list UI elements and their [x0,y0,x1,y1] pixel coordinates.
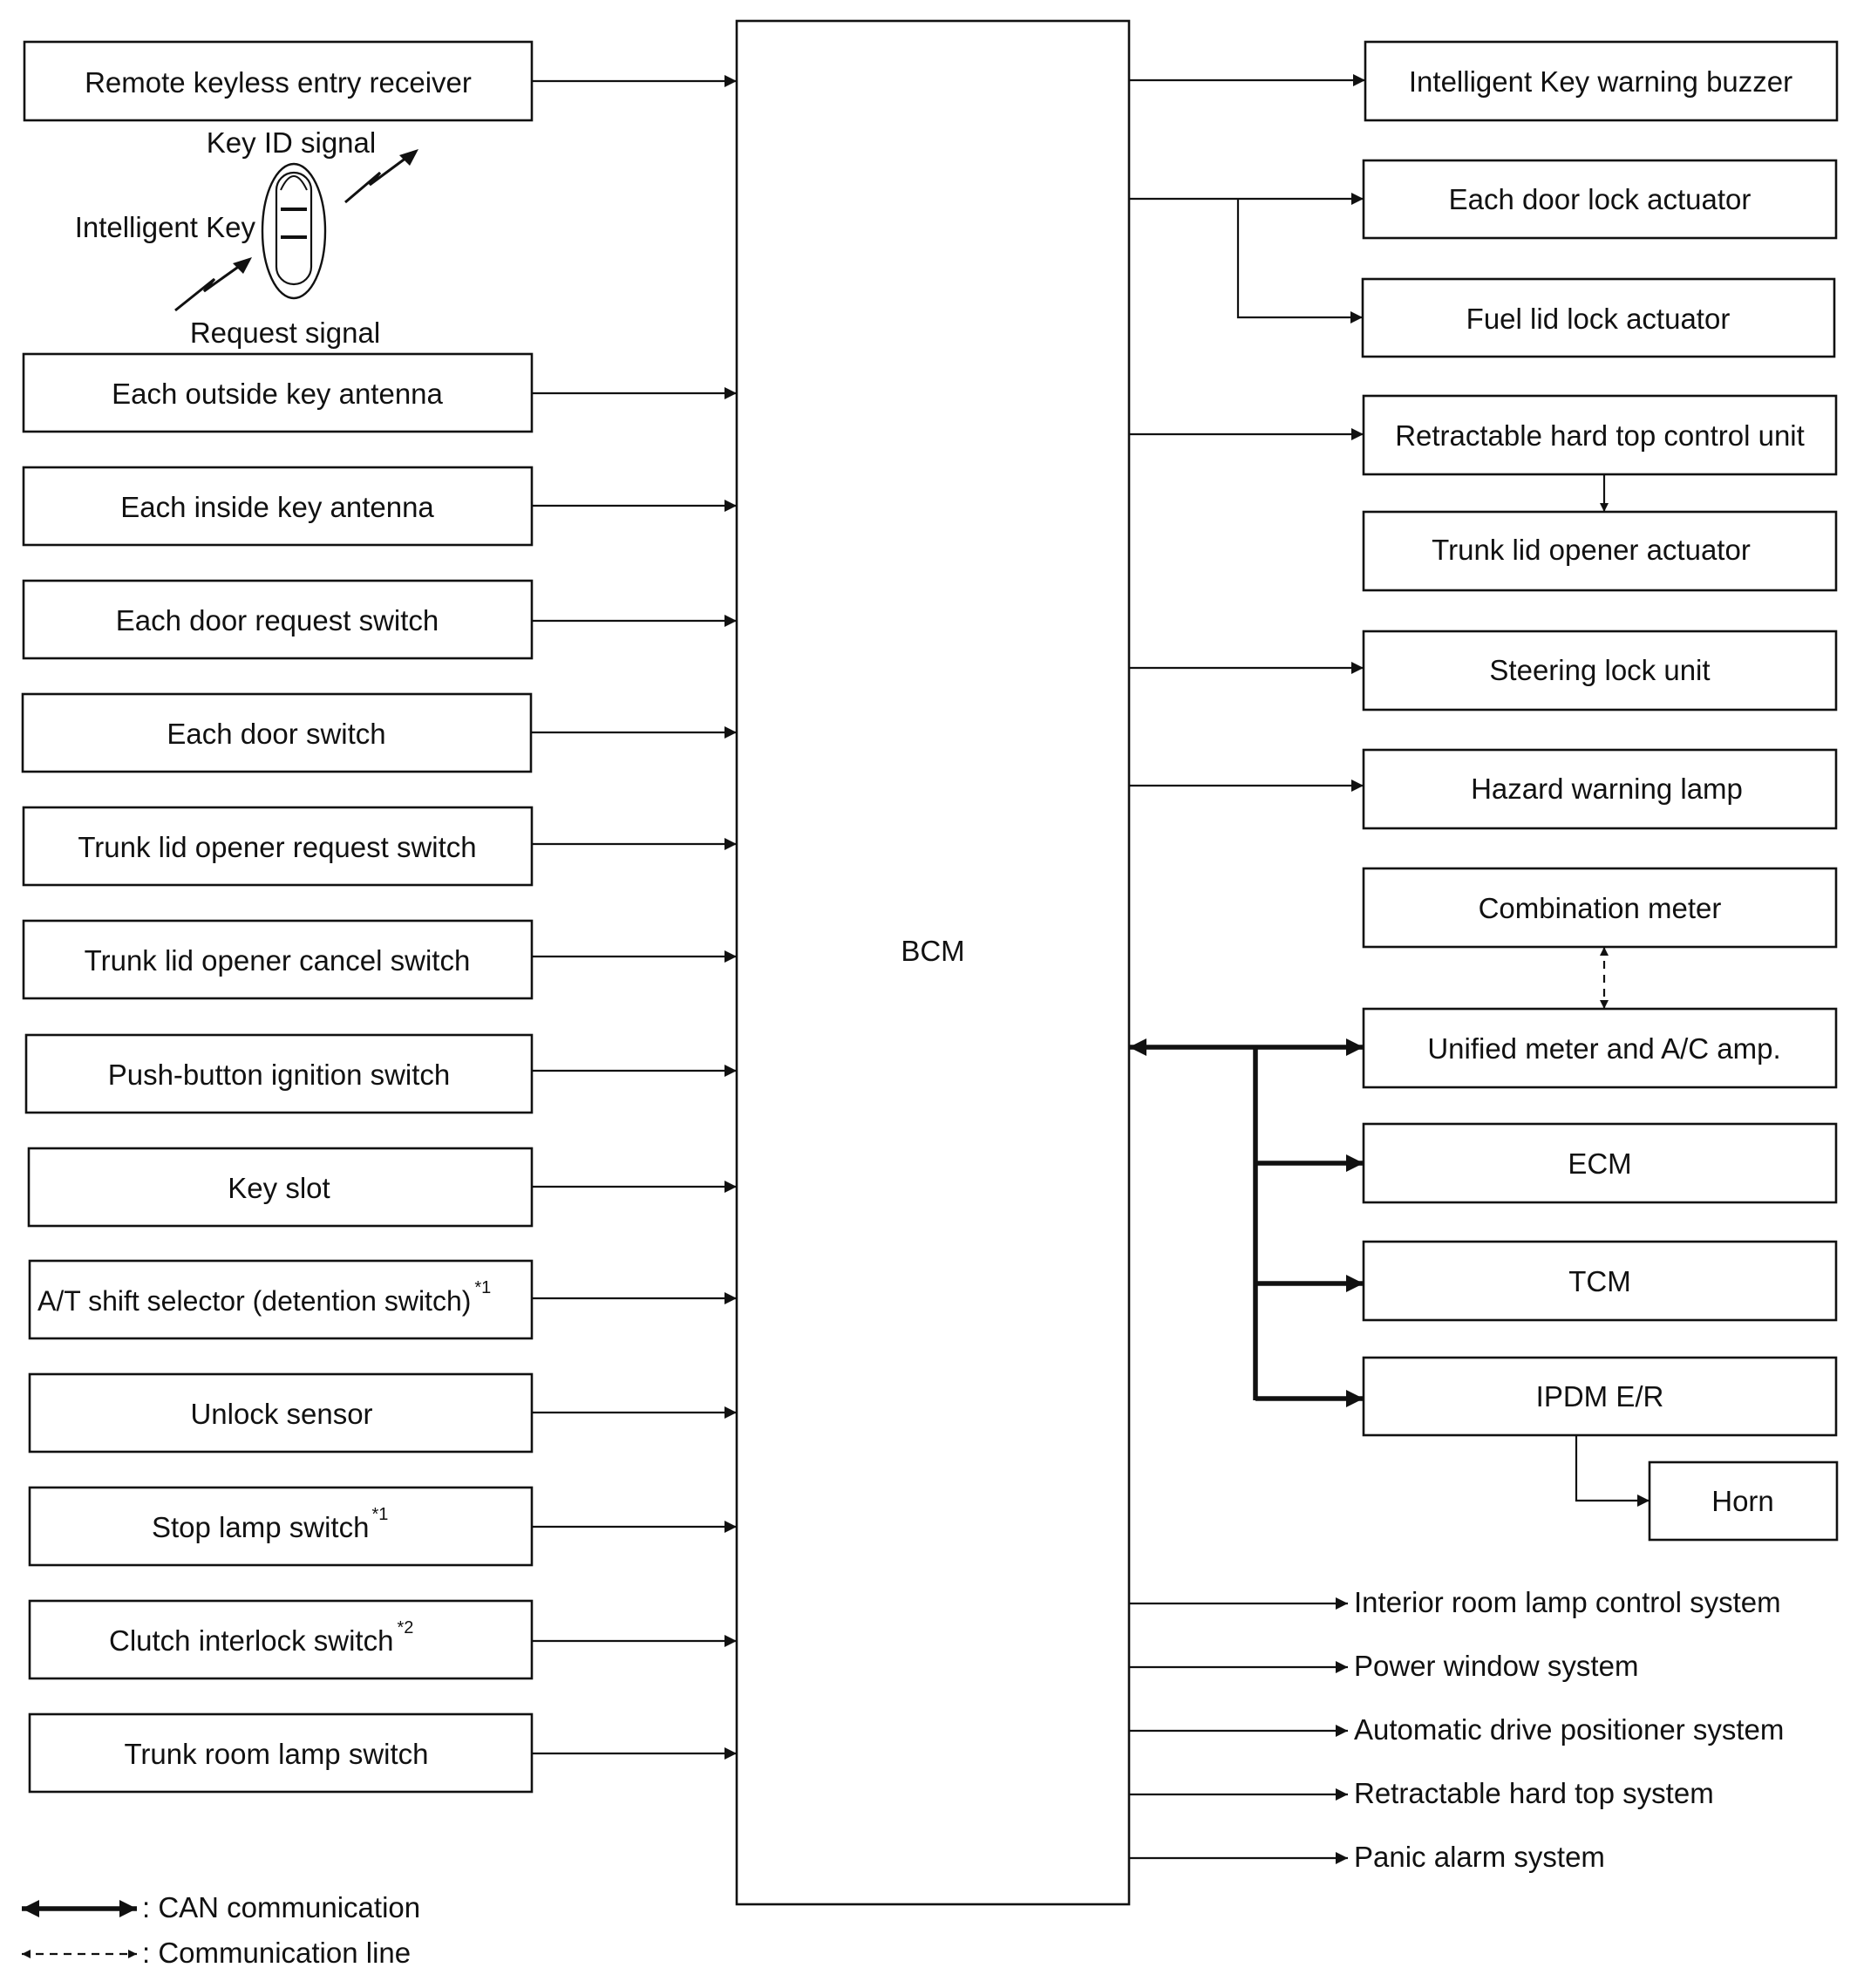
input-trunk-lid-opener-cancel-switch: Trunk lid opener cancel switch [22,919,534,1000]
each-inside-key-antenna-label: Each inside key antenna [120,491,434,523]
push-button-ignition-switch-label: Push-button ignition switch [108,1059,451,1091]
bcm-label: BCM [901,935,964,967]
power-window-system-label: Power window system [1354,1650,1638,1682]
each-outside-key-antenna-label: Each outside key antenna [112,378,443,410]
input-push-button-ignition-switch: Push-button ignition switch [24,1033,534,1114]
system-outputs: Interior room lamp control system Power … [1129,1586,1784,1873]
output-trunk-lid-opener-actuator: Trunk lid opener actuator [1362,510,1838,592]
output-ipdm-er: IPDM E/R [1362,1356,1838,1437]
steering-lock-unit-label: Steering lock unit [1489,654,1710,686]
intelligent-key-icon [261,162,327,300]
input-each-inside-key-antenna: Each inside key antenna [22,466,534,547]
input-remote-keyless-entry-receiver: Remote keyless entry receiver [23,40,534,122]
arrow [1575,1435,1650,1507]
unified-meter-ac-amp-label: Unified meter and A/C amp. [1427,1032,1780,1065]
input-each-door-switch: Each door switch [21,692,533,773]
legend: : CAN communication : Communication line [22,1891,420,1969]
clutch-interlock-switch-label: Clutch interlock switch*2 [109,1618,413,1657]
remote-keyless-entry-receiver-label: Remote keyless entry receiver [85,66,472,99]
input-key-slot: Key slot [27,1147,534,1228]
unlock-sensor-label: Unlock sensor [190,1398,372,1430]
trunk-room-lamp-switch-label: Trunk room lamp switch [124,1738,428,1770]
input-stop-lamp-switch: Stop lamp switch*1 [28,1486,534,1567]
trunk-lid-opener-actuator-label: Trunk lid opener actuator [1432,534,1751,566]
output-ecm: ECM [1362,1122,1838,1204]
input-clutch-interlock-switch: Clutch interlock switch*2 [28,1599,534,1680]
input-each-door-request-switch: Each door request switch [22,579,534,660]
interior-room-lamp-system-label: Interior room lamp control system [1354,1586,1781,1618]
ipdm-er-label: IPDM E/R [1536,1380,1664,1413]
output-combination-meter: Combination meter [1362,867,1838,949]
output-arrows [1129,74,1650,1507]
key-slot-label: Key slot [228,1172,330,1204]
input-arrows [531,75,737,1760]
bcm-block: BCM [735,19,1131,1906]
horn-label: Horn [1711,1485,1774,1517]
ecm-label: ECM [1568,1147,1631,1180]
intelligent-key-warning-buzzer-label: Intelligent Key warning buzzer [1409,65,1792,98]
output-retractable-hard-top-control-unit: Retractable hard top control unit [1362,394,1838,476]
stop-lamp-switch-label: Stop lamp switch*1 [152,1505,388,1543]
fuel-lid-lock-actuator-label: Fuel lid lock actuator [1466,303,1731,335]
input-at-shift-selector: A/T shift selector (detention switch)*1 [28,1259,534,1340]
retractable-hard-top-control-unit-label: Retractable hard top control unit [1395,419,1805,452]
request-signal-label: Request signal [190,317,380,349]
can-bus [1129,1038,1364,1407]
each-door-request-switch-label: Each door request switch [116,604,439,637]
retractable-hard-top-system-label: Retractable hard top system [1354,1777,1714,1809]
at-shift-selector-label: A/T shift selector (detention switch)*1 [37,1278,491,1317]
key-id-signal-label: Key ID signal [207,126,376,159]
output-each-door-lock-actuator: Each door lock actuator [1362,159,1838,240]
each-door-switch-label: Each door switch [167,718,385,750]
wireless-signal-icon [174,257,252,312]
output-unified-meter-ac-amp: Unified meter and A/C amp. [1362,1007,1838,1089]
arrow [1236,199,1363,323]
input-trunk-lid-opener-request-switch: Trunk lid opener request switch [22,806,534,887]
intelligent-key-label: Intelligent Key [75,211,256,243]
input-trunk-room-lamp-switch: Trunk room lamp switch [28,1712,534,1794]
output-steering-lock-unit: Steering lock unit [1362,630,1838,711]
automatic-drive-positioner-system-label: Automatic drive positioner system [1354,1713,1784,1746]
output-horn: Horn [1648,1460,1839,1542]
wireless-signal-icon [344,149,418,204]
output-tcm: TCM [1362,1240,1838,1322]
trunk-lid-opener-request-switch-label: Trunk lid opener request switch [78,831,476,863]
output-hazard-warning-lamp: Hazard warning lamp [1362,748,1838,830]
combination-meter-label: Combination meter [1479,892,1722,924]
tcm-label: TCM [1568,1265,1630,1297]
output-intelligent-key-warning-buzzer: Intelligent Key warning buzzer [1364,40,1839,122]
hazard-warning-lamp-label: Hazard warning lamp [1471,773,1743,805]
panic-alarm-system-label: Panic alarm system [1354,1841,1605,1873]
legend-comm-label: : Communication line [142,1937,411,1969]
input-each-outside-key-antenna: Each outside key antenna [22,352,534,433]
legend-can-label: : CAN communication [142,1891,420,1923]
output-fuel-lid-lock-actuator: Fuel lid lock actuator [1361,277,1836,358]
trunk-lid-opener-cancel-switch-label: Trunk lid opener cancel switch [85,944,471,977]
each-door-lock-actuator-label: Each door lock actuator [1449,183,1752,215]
input-unlock-sensor: Unlock sensor [28,1372,534,1454]
